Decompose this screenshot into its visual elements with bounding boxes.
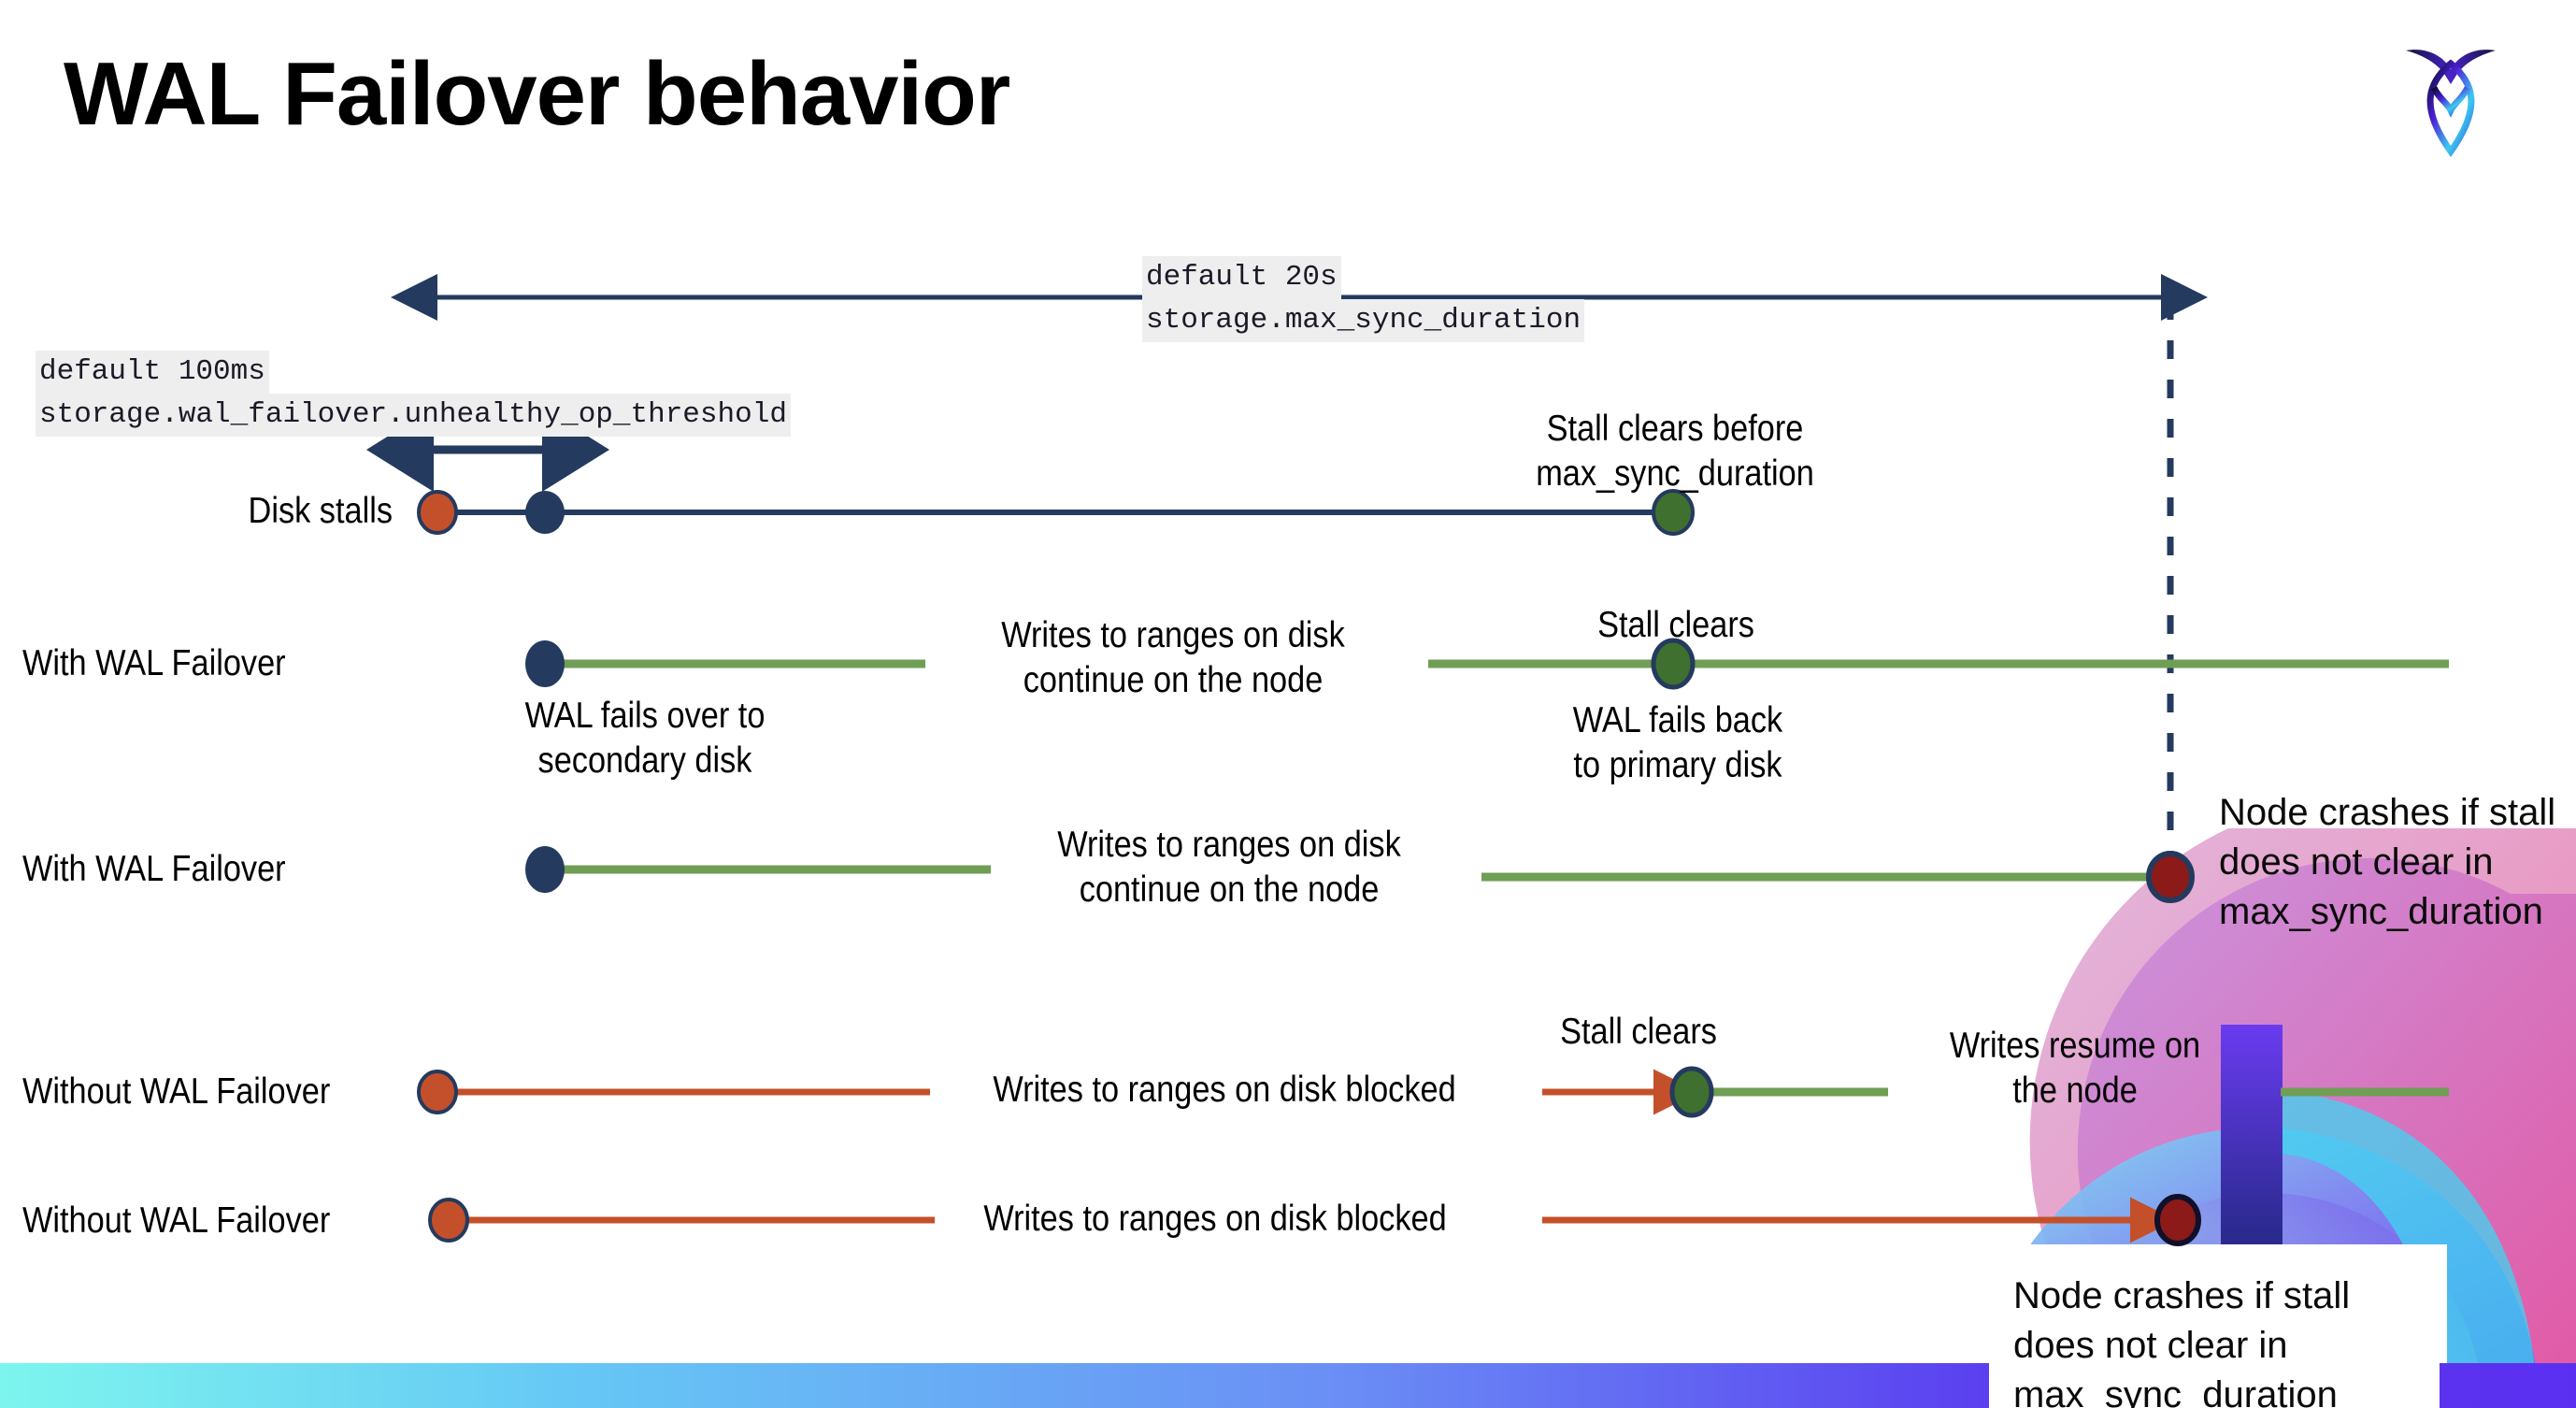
cockroachdb-logo-icon — [2385, 28, 2516, 168]
unhealthy-op-default-text: default 100ms — [36, 351, 269, 395]
note-stall-clears-2: Stall clears — [1560, 1012, 1717, 1052]
row-without-wal-failover-2-track — [428, 1194, 2201, 1246]
note-node-crashes-1: Node crashes if stall does not clear in … — [2219, 792, 2556, 932]
note-writes-continue-2: Writes to ranges on disk continue on the… — [1057, 825, 1401, 910]
note-node-crashes-2: Node crashes if stall does not clear in … — [1989, 1251, 2440, 1408]
unhealthy-op-setting-text: storage.wal_failover.unhealthy_op_thresh… — [36, 394, 791, 438]
row-disk-stalls-track — [417, 489, 1695, 536]
row-label-without-wal-failover-2: Without WAL Failover — [22, 1200, 331, 1241]
note-stall-clears-before-max-sync: Stall clears before max_sync_duration — [1536, 409, 1814, 494]
row-label-with-wal-failover-1: With WAL Failover — [22, 643, 286, 683]
note-writes-blocked-1: Writes to ranges on disk blocked — [993, 1070, 1456, 1110]
note-writes-continue-1: Writes to ranges on disk continue on the… — [1001, 615, 1345, 700]
note-writes-blocked-2: Writes to ranges on disk blocked — [983, 1199, 1447, 1239]
row-with-wal-failover-2-track — [525, 846, 2195, 903]
note-wal-fails-over: WAL fails over to secondary disk — [524, 696, 766, 781]
row-label-disk-stalls: Disk stalls — [248, 491, 393, 531]
max-sync-duration-annotation: default 20s storage.max_sync_duration — [1142, 256, 1585, 343]
max-sync-default-text: default 20s — [1142, 256, 1341, 300]
max-sync-setting-text: storage.max_sync_duration — [1142, 299, 1585, 343]
row-without-wal-failover-1-track — [417, 1066, 2449, 1118]
note-stall-clears-1: Stall clears — [1597, 605, 1754, 645]
unhealthy-op-threshold-annotation: default 100ms storage.wal_failover.unhea… — [36, 351, 791, 438]
row-with-wal-failover-1-track — [525, 638, 2449, 690]
page-title: WAL Failover behavior — [64, 44, 1010, 144]
note-writes-resume: Writes resume on the node — [1949, 1026, 2201, 1111]
row-label-without-wal-failover-1: Without WAL Failover — [22, 1071, 331, 1112]
note-wal-fails-back: WAL fails back to primary disk — [1572, 700, 1783, 785]
row-label-with-wal-failover-2: With WAL Failover — [22, 849, 286, 889]
